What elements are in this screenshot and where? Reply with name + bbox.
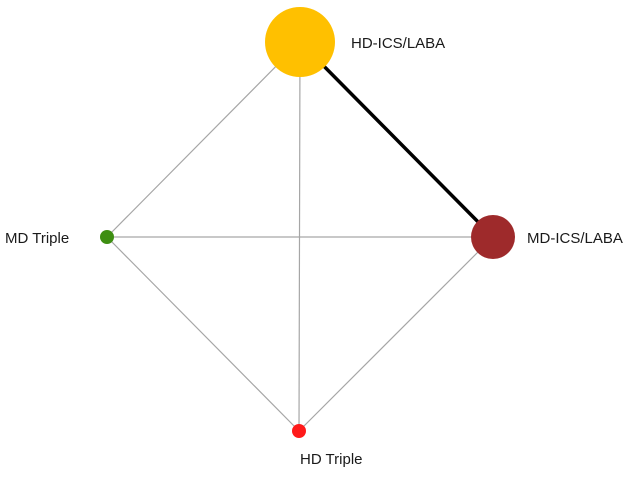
label-hd-ics-laba: HD-ICS/LABA [351, 35, 445, 52]
labels-layer: HD-ICS/LABA MD-ICS/LABA MD Triple HD Tri… [5, 35, 623, 468]
edge-hd-ics-laba-md-ics-laba [298, 40, 495, 239]
label-md-ics-laba: MD-ICS/LABA [527, 230, 623, 247]
node-md-ics-laba [471, 215, 515, 259]
edge-md-ics-laba-hd-triple [298, 236, 494, 432]
node-hd-triple [292, 424, 306, 438]
edge-hd-ics-laba-md-triple [106, 41, 301, 238]
label-hd-triple: HD Triple [300, 451, 363, 468]
node-md-triple [100, 230, 114, 244]
nodes-layer [100, 7, 515, 438]
edge-md-triple-hd-triple [106, 236, 300, 432]
label-md-triple: MD Triple [5, 230, 69, 247]
edges-layer [106, 40, 495, 432]
node-hd-ics-laba [265, 7, 335, 77]
